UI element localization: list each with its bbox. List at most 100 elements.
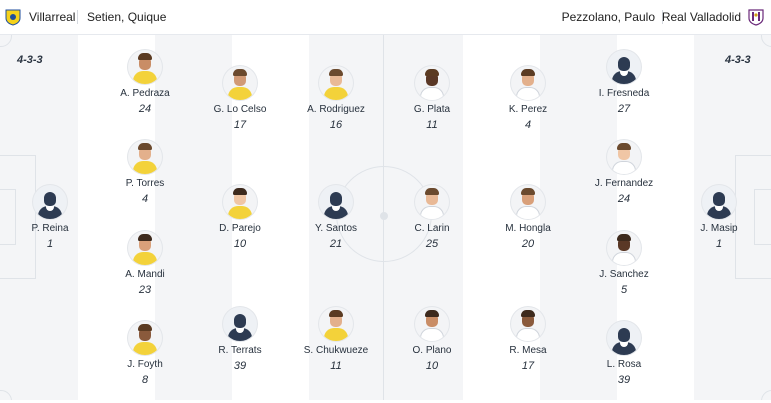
player-name: K. Perez [508, 104, 548, 115]
pitch-stripe [155, 35, 232, 400]
player-name: J. Sanchez [599, 269, 649, 280]
player-photo[interactable] [511, 307, 545, 341]
home-team-name[interactable]: Villarreal [29, 10, 76, 24]
player-name: P. Reina [31, 223, 69, 234]
player-number: 20 [521, 238, 535, 250]
player-name: J. Foyth [127, 359, 163, 370]
home-goal-area [0, 189, 16, 245]
away-goal-area [754, 189, 771, 245]
home-player[interactable]: P. Torres 4 [102, 140, 188, 206]
player-photo[interactable] [223, 185, 257, 219]
player-name: O. Plano [412, 345, 452, 356]
home-player[interactable]: A. Pedraza 24 [102, 50, 188, 116]
player-photo[interactable] [319, 307, 353, 341]
player-silhouette-icon[interactable] [223, 307, 257, 341]
player-name: G. Lo Celso [213, 104, 267, 115]
center-spot [380, 212, 388, 220]
pitch-stripe [694, 35, 771, 400]
player-number: 1 [715, 238, 723, 250]
player-photo[interactable] [128, 140, 162, 174]
away-player[interactable]: M. Hongla 20 [485, 185, 571, 251]
valladolid-crest-icon [748, 9, 764, 26]
player-number: 4 [524, 119, 532, 131]
player-name: Y. Santos [314, 223, 358, 234]
away-player[interactable]: K. Perez 4 [485, 66, 571, 132]
player-name: J. Fernandez [594, 178, 654, 189]
header-divider [662, 10, 663, 24]
away-player[interactable]: O. Plano 10 [389, 307, 475, 373]
player-photo[interactable] [415, 66, 449, 100]
player-number: 8 [141, 374, 149, 386]
player-number: 24 [138, 103, 152, 115]
player-photo[interactable] [128, 321, 162, 355]
home-player[interactable]: P. Reina 1 [7, 185, 93, 251]
home-coach-name[interactable]: Setien, Quique [87, 10, 167, 24]
player-silhouette-icon[interactable] [319, 185, 353, 219]
player-number: 39 [233, 360, 247, 372]
away-player[interactable]: G. Plata 11 [389, 66, 475, 132]
lineup-header: Villarreal Setien, Quique Pezzolano, Pau… [0, 0, 771, 35]
villarreal-crest-icon [5, 9, 21, 26]
away-coach-name[interactable]: Pezzolano, Paulo [561, 10, 655, 24]
away-player[interactable]: J. Fernandez 24 [581, 140, 667, 206]
player-photo[interactable] [415, 307, 449, 341]
player-number: 16 [329, 119, 343, 131]
player-silhouette-icon[interactable] [702, 185, 736, 219]
player-name: D. Parejo [219, 223, 261, 234]
player-photo[interactable] [415, 185, 449, 219]
player-number: 17 [521, 360, 535, 372]
away-team-name[interactable]: Real Valladolid [661, 10, 741, 24]
player-name: A. Rodriguez [307, 104, 365, 115]
home-player[interactable]: D. Parejo 10 [197, 185, 283, 251]
player-name: A. Pedraza [120, 88, 170, 99]
away-penalty-area [735, 155, 771, 279]
player-photo[interactable] [128, 231, 162, 265]
player-number: 10 [233, 238, 247, 250]
player-silhouette-icon[interactable] [33, 185, 67, 219]
player-photo[interactable] [319, 66, 353, 100]
player-name: L. Rosa [606, 359, 642, 370]
player-silhouette-icon[interactable] [607, 50, 641, 84]
corner-arc [761, 390, 771, 400]
player-photo[interactable] [607, 231, 641, 265]
player-number: 11 [426, 119, 438, 131]
player-number: 5 [620, 284, 628, 296]
player-name: S. Chukwueze [303, 345, 369, 356]
player-number: 23 [138, 284, 152, 296]
player-photo[interactable] [511, 185, 545, 219]
player-name: R. Mesa [509, 345, 547, 356]
player-number: 10 [425, 360, 439, 372]
player-name: P. Torres [125, 178, 165, 189]
away-player[interactable]: I. Fresneda 27 [581, 50, 667, 116]
player-photo[interactable] [607, 140, 641, 174]
player-name: A. Mandi [125, 269, 165, 280]
home-player[interactable]: J. Foyth 8 [102, 321, 188, 387]
player-photo[interactable] [511, 66, 545, 100]
home-formation: 4-3-3 [17, 54, 43, 66]
away-player[interactable]: J. Sanchez 5 [581, 231, 667, 297]
player-name: I. Fresneda [598, 88, 650, 99]
player-number: 39 [617, 374, 631, 386]
header-divider [77, 10, 78, 24]
pitch-stripe [540, 35, 617, 400]
player-number: 27 [617, 103, 631, 115]
home-player[interactable]: A. Rodriguez 16 [293, 66, 379, 132]
player-photo[interactable] [128, 50, 162, 84]
player-number: 1 [46, 238, 54, 250]
away-player[interactable]: L. Rosa 39 [581, 321, 667, 387]
player-photo[interactable] [223, 66, 257, 100]
home-player[interactable]: A. Mandi 23 [102, 231, 188, 297]
player-name: G. Plata [413, 104, 451, 115]
player-silhouette-icon[interactable] [607, 321, 641, 355]
away-player[interactable]: R. Mesa 17 [485, 307, 571, 373]
player-number: 24 [617, 193, 631, 205]
player-number: 4 [141, 193, 149, 205]
player-name: M. Hongla [505, 223, 551, 234]
